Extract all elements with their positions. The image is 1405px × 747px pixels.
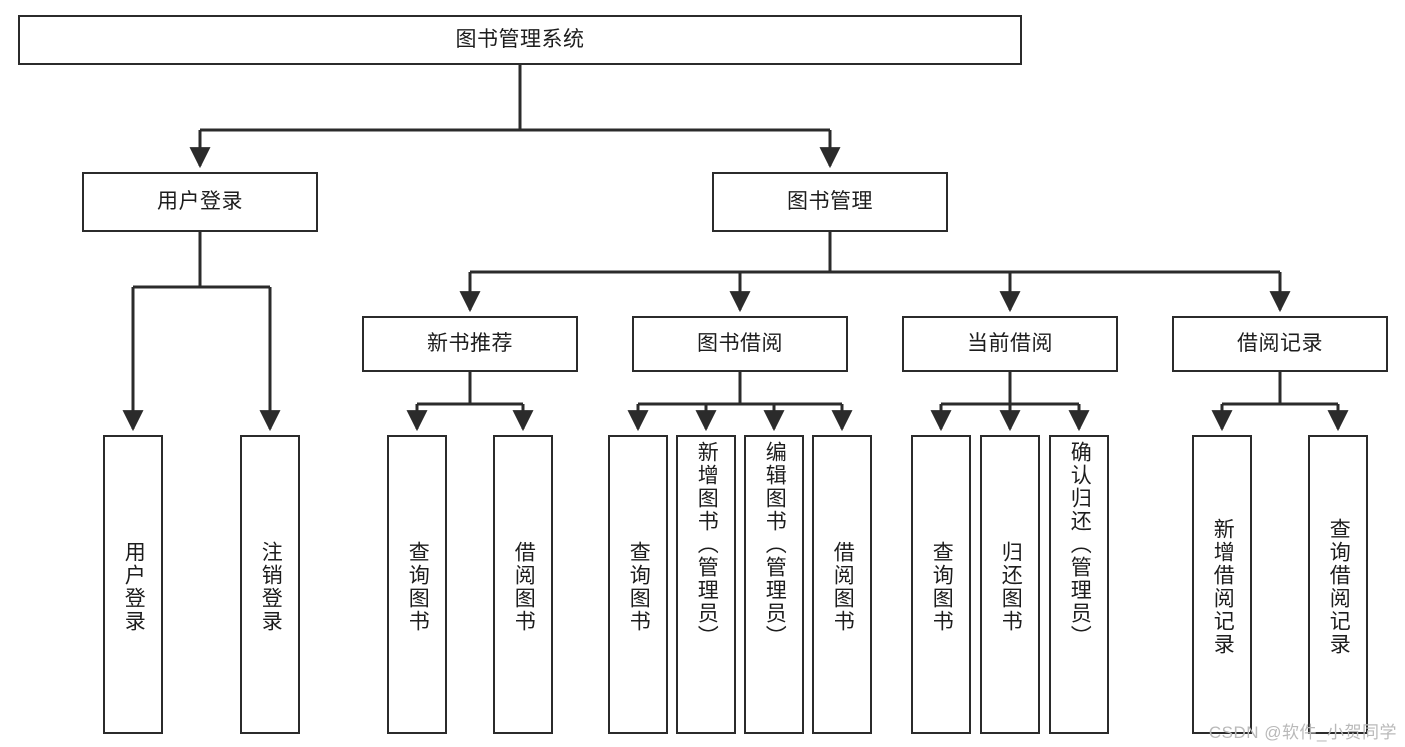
leaf-current-confirm-return-label: 确认归还（管理员）	[1068, 441, 1092, 648]
leaf-new-book-query-label: 查询图书	[406, 540, 430, 633]
watermark-text: CSDN @软件_小贺同学	[1208, 723, 1397, 742]
leaf-record-add[interactable]: 新增借阅记录	[1192, 435, 1252, 734]
node-root-system-label: 图书管理系统	[455, 27, 585, 51]
node-borrow-record[interactable]: 借阅记录	[1172, 316, 1388, 372]
leaf-current-query-book[interactable]: 查询图书	[911, 435, 971, 734]
node-new-book-recommend[interactable]: 新书推荐	[362, 316, 578, 372]
node-borrow-record-label: 借阅记录	[1237, 331, 1323, 355]
leaf-user-login-signin-label: 用户登录	[122, 540, 146, 633]
leaf-current-confirm-return[interactable]: 确认归还（管理员）	[1049, 435, 1109, 734]
node-user-login-label: 用户登录	[157, 189, 243, 213]
leaf-borrow-edit-book[interactable]: 编辑图书（管理员）	[744, 435, 804, 734]
leaf-current-return-book-label: 归还图书	[999, 540, 1023, 633]
leaf-record-query[interactable]: 查询借阅记录	[1308, 435, 1368, 734]
node-book-borrow[interactable]: 图书借阅	[632, 316, 848, 372]
leaf-borrow-add-book[interactable]: 新增图书（管理员）	[676, 435, 736, 734]
leaf-borrow-borrow-book-label: 借阅图书	[831, 540, 855, 633]
node-book-management[interactable]: 图书管理	[712, 172, 948, 232]
leaf-current-query-book-label: 查询图书	[930, 540, 954, 633]
node-book-borrow-label: 图书借阅	[697, 331, 783, 355]
leaf-borrow-query-book[interactable]: 查询图书	[608, 435, 668, 734]
node-current-borrow-label: 当前借阅	[967, 331, 1053, 355]
leaf-current-return-book[interactable]: 归还图书	[980, 435, 1040, 734]
leaf-new-book-borrow[interactable]: 借阅图书	[493, 435, 553, 734]
leaf-new-book-borrow-label: 借阅图书	[512, 540, 536, 633]
node-new-book-recommend-label: 新书推荐	[427, 331, 513, 355]
leaf-user-login-signin[interactable]: 用户登录	[103, 435, 163, 734]
leaf-borrow-borrow-book[interactable]: 借阅图书	[812, 435, 872, 734]
leaf-user-login-signout-label: 注销登录	[259, 540, 283, 633]
node-current-borrow[interactable]: 当前借阅	[902, 316, 1118, 372]
leaf-borrow-edit-book-label: 编辑图书（管理员）	[763, 441, 787, 648]
node-root-system[interactable]: 图书管理系统	[18, 15, 1022, 65]
node-user-login[interactable]: 用户登录	[82, 172, 318, 232]
leaf-borrow-query-book-label: 查询图书	[627, 540, 651, 633]
leaf-record-query-label: 查询借阅记录	[1327, 517, 1351, 656]
node-book-management-label: 图书管理	[787, 189, 873, 213]
leaf-user-login-signout[interactable]: 注销登录	[240, 435, 300, 734]
leaf-borrow-add-book-label: 新增图书（管理员）	[695, 441, 719, 648]
leaf-new-book-query[interactable]: 查询图书	[387, 435, 447, 734]
leaf-record-add-label: 新增借阅记录	[1211, 517, 1235, 656]
